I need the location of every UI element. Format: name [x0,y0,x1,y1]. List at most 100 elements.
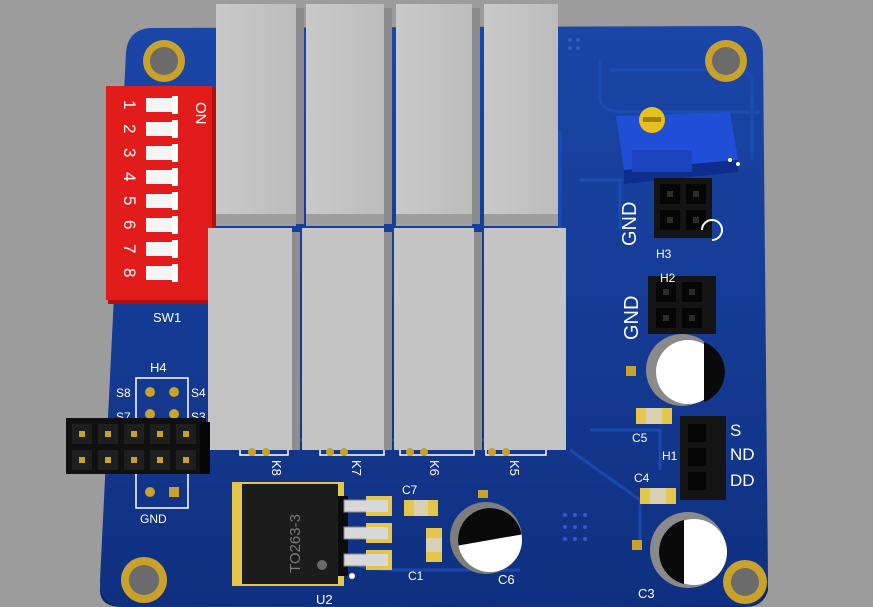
dip-lever-knob-2 [172,120,178,138]
relay-k8 [208,228,300,450]
relay-top-2 [306,4,392,226]
capacitor-c4 [640,488,676,504]
header-pin [105,457,111,463]
h3-gnd-label: GND [619,202,641,246]
relay-array [208,4,566,450]
dip-position-8: 8 [120,268,139,277]
dip-lever-4 [146,170,176,184]
pin-header-2x5 [66,418,210,474]
trimmer-potentiometer [616,107,740,184]
dip-lever-3 [146,146,176,160]
dip-position-2: 2 [120,124,139,133]
h4-gnd-label: GND [140,512,167,526]
h3-partial-label [701,219,723,241]
header-pin [131,457,137,463]
h1-pin-3-label: DD [730,471,755,490]
header-pin [689,315,695,321]
dip-position-7: 7 [120,244,139,253]
dip-lever-knob-7 [172,240,178,258]
h4-pads [145,387,179,497]
dip-lever-8 [146,266,176,280]
dip-lever-6 [146,218,176,232]
dip-lever-2 [146,122,176,136]
dip-lever-5 [146,194,176,208]
dip-switch-levers [146,96,178,282]
dip-lever-7 [146,242,176,256]
header-h1 [680,416,726,500]
c4-designator: C4 [634,471,650,485]
relay-top-3 [396,4,480,226]
c7-designator: C7 [402,483,418,497]
dip-lever-knob-8 [172,264,178,282]
dip-lever-knob-4 [172,168,178,186]
k5-designator: K5 [507,460,522,476]
u2-package-label: TO263-3 [287,514,304,573]
dip-lever-knob-5 [172,192,178,210]
mounting-hole-bl [121,557,167,603]
header-pin [79,431,85,437]
h2-gnd-label: GND [621,296,643,340]
c1-designator: C1 [408,569,424,583]
header-pin [183,431,189,437]
dip-lever-knob-3 [172,144,178,162]
electrolytic-capacitor-top-right [626,334,725,406]
relay-top-1 [216,4,304,226]
dip-lever-knob-6 [172,216,178,234]
header-pin [79,457,85,463]
header-pin [667,191,673,197]
header-pin [157,457,163,463]
header-pin [105,431,111,437]
capacitor-c1 [426,528,442,562]
mounting-hole-tr [705,40,747,82]
header-pin [663,315,669,321]
electrolytic-capacitor-c3 [632,512,727,588]
dip-position-1: 1 [120,100,139,109]
h3-designator: H3 [656,247,672,261]
h4-designator: H4 [150,360,167,375]
pcb-vias [563,38,587,541]
k6-designator: K6 [427,460,442,476]
dip-lever-1 [146,98,176,112]
relay-pins [248,448,510,456]
relay-k7 [302,228,392,450]
k8-designator: K8 [269,460,284,476]
capacitor-c5 [636,408,672,424]
capacitor-c7 [404,500,438,516]
h1-pin-1-label: S [730,421,741,440]
header-h2 [648,276,716,334]
dip-position-5: 5 [120,196,139,205]
h2-designator: H2 [660,271,676,285]
dip-switch-on-label: ON [192,102,209,125]
dip-lever-knob-1 [172,96,178,114]
mounting-hole-tl [143,40,185,82]
h4-pin-s8: S8 [116,386,131,400]
header-pin [183,457,189,463]
sw1-designator: SW1 [153,310,181,325]
c6-designator: C6 [498,572,515,587]
header-pin [131,431,137,437]
electrolytic-capacitor-c6 [450,490,522,574]
relay-top-4 [484,4,558,226]
relay-k6 [394,228,482,450]
k7-designator: K7 [349,460,364,476]
header-pin [693,217,699,223]
c3-designator: C3 [638,586,655,601]
dip-position-6: 6 [120,220,139,229]
regulator-u2: TO263-3 [232,482,392,586]
header-pin [667,217,673,223]
relay-footprints [239,450,547,456]
header-h3 [654,178,712,238]
c5-designator: C5 [632,431,648,445]
relay-k5 [484,228,566,450]
header-pin [157,431,163,437]
header-pin [663,289,669,295]
header-pin [693,191,699,197]
mounting-hole-br [723,560,767,604]
dip-position-3: 3 [120,148,139,157]
h1-designator: H1 [662,449,678,463]
header-pin [689,289,695,295]
u2-designator: U2 [316,592,333,607]
h4-pin-s4: S4 [191,386,206,400]
